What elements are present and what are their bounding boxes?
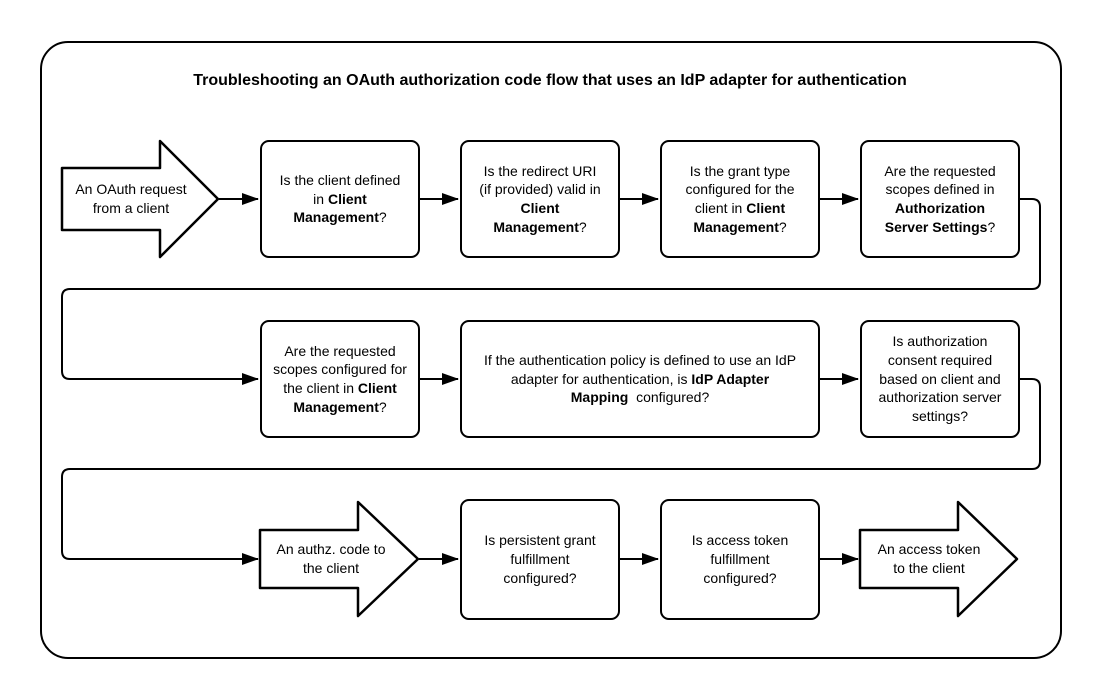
flow-node-access-token-fulfillment-text: Is access token fulfillment configured? — [691, 532, 789, 586]
flow-node-grant-type-configured: Is the grant type configured for the cli… — [660, 140, 820, 258]
flow-node-redirect-uri-valid-text: Is the redirect URI (if provided) valid … — [479, 162, 601, 235]
flow-node-authorization-consent-text: Is authorization consent required based … — [878, 333, 1002, 425]
flow-node-client-defined-text: Is the client defined in Client Manageme… — [279, 171, 401, 226]
flow-node-scopes-defined: Are the requested scopes defined in Auth… — [860, 140, 1020, 258]
flow-node-scopes-configured-client-text: Are the requested scopes configured for … — [273, 342, 407, 415]
flow-node-idp-adapter-mapping-text: If the authentication policy is defined … — [483, 351, 797, 406]
block-arrow-oauth-request — [60, 139, 220, 259]
flow-node-authorization-consent: Is authorization consent required based … — [860, 320, 1020, 438]
block-arrow-access-token — [858, 500, 1019, 618]
flow-node-scopes-configured-client: Are the requested scopes configured for … — [260, 320, 420, 438]
flow-node-redirect-uri-valid: Is the redirect URI (if provided) valid … — [460, 140, 620, 258]
flow-node-client-defined: Is the client defined in Client Manageme… — [260, 140, 420, 258]
connector-q4-q5-wrap — [61, 198, 1041, 385]
flow-node-authz-code-label: An authz. code to the client — [276, 541, 386, 576]
diagram-border — [40, 41, 1062, 659]
flow-node-access-token-label: An access token to the client — [877, 541, 981, 576]
flow-node-access-token-fulfillment: Is access token fulfillment configured? — [660, 499, 820, 620]
flow-node-persistent-grant-fulfillment-text: Is persistent grant fulfillment configur… — [484, 532, 596, 586]
block-arrow-authz-code — [258, 500, 420, 618]
flow-node-grant-type-configured-text: Is the grant type configured for the cli… — [685, 162, 795, 235]
flow-node-scopes-defined-text: Are the requested scopes defined in Auth… — [884, 162, 996, 235]
flow-node-idp-adapter-mapping: If the authentication policy is defined … — [460, 320, 820, 438]
diagram-title: Troubleshooting an OAuth authorization c… — [193, 72, 907, 90]
flow-node-persistent-grant-fulfillment: Is persistent grant fulfillment configur… — [460, 499, 620, 620]
flow-node-oauth-request-label: An OAuth request from a client — [75, 181, 187, 216]
connector-q7-authz-wrap — [61, 378, 1041, 565]
